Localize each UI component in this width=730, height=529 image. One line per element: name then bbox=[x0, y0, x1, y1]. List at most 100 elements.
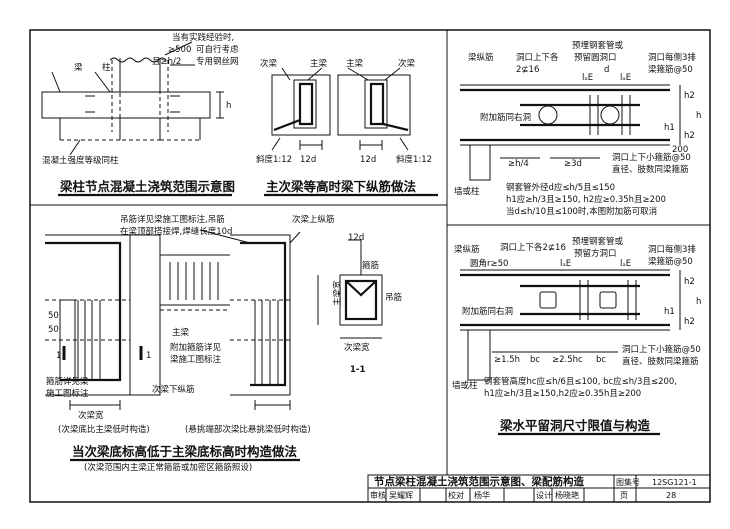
fig-rect-hole: 梁纵筋 洞口上下各2⊈16 预埋钢套管或 预留方洞口 圆角r≥50 lₐE lₐ… bbox=[452, 236, 701, 436]
fig5-d25: ≥2.5hc bbox=[552, 355, 583, 365]
fig4-cond2: h1应≥h/3且≥150, h2应≥0.35h且≥200 bbox=[506, 194, 666, 205]
fig1-h: h bbox=[226, 101, 231, 111]
fig4-dong: 洞口上下各 bbox=[516, 52, 559, 63]
rect-hole-left bbox=[539, 291, 557, 309]
fig4-lzj: 梁纵筋 bbox=[468, 52, 494, 63]
sec11-label: 1-1 bbox=[350, 365, 365, 375]
fig3-stir1: 箍筋详见梁 bbox=[46, 376, 89, 387]
sec11-cilikuan: 次梁宽 bbox=[344, 342, 370, 353]
fig-section-1-1: 箍筋 吊筋 主梁宽 次梁宽 1-1 bbox=[317, 239, 402, 375]
fig3-stir2: 施工图标注 bbox=[46, 388, 89, 399]
fig3-ci-top: 次梁上纵筋 bbox=[292, 214, 335, 225]
fig2-slope-r: 斜度1:12 bbox=[396, 154, 432, 165]
fig5-small2: 直径、肢数同梁箍筋 bbox=[622, 356, 699, 367]
round-hole-right bbox=[600, 105, 620, 125]
fig3-ciwidth: 次梁宽 bbox=[78, 410, 104, 421]
fig5-cond2: h1应≥h/3且≥150,h2应≥0.35h且≥200 bbox=[484, 388, 641, 399]
fig2-zhuliang-l: 主梁 bbox=[310, 58, 328, 69]
check-label: 校对 bbox=[448, 490, 464, 500]
atlas-label: 图集号 bbox=[616, 477, 640, 487]
fig1-liang: 梁 bbox=[74, 63, 83, 73]
fig4-dong-bar: 2⊈16 bbox=[516, 65, 539, 75]
fig2-zhuliang-r: 主梁 bbox=[346, 58, 364, 69]
fig4-h2: h2 bbox=[684, 91, 695, 101]
fig4-d: d bbox=[604, 65, 609, 75]
fig3-zhuliang: 主梁 bbox=[172, 327, 190, 338]
fig2-title: 主次梁等高时梁下纵筋做法 bbox=[266, 179, 417, 194]
fig3-cap-r: (悬挑端部次梁比悬挑梁低时构造) bbox=[185, 424, 311, 435]
fig3-title: 当次梁底标高低于主梁底标高时构造做法 bbox=[72, 444, 298, 459]
sec11-zhuliangkuan: 主梁宽 bbox=[332, 280, 343, 306]
fig5-bc1: bc bbox=[530, 355, 540, 365]
fig5-lzj: 梁纵筋 bbox=[454, 244, 480, 255]
fig4-yumai: 预埋钢套管或 bbox=[572, 40, 624, 51]
fig2-slope-l: 斜度1:12 bbox=[256, 154, 292, 165]
fig3-sec1a: 1 bbox=[56, 351, 61, 361]
fig5-yuanjiao: 圆角r≥50 bbox=[470, 258, 508, 269]
fig3-sec1b: 1 bbox=[146, 351, 151, 361]
fig3-cap-l: (次梁底比主梁低时构造) bbox=[58, 424, 150, 435]
fig5-yumai: 预埋钢套管或 bbox=[572, 236, 624, 247]
fig4-d3: ≥3d bbox=[564, 159, 582, 169]
fig4-cond1: 钢套管外径d应≤h/5且≤150 bbox=[506, 182, 615, 193]
fig1-mesh: 专用钢丝网 bbox=[196, 56, 239, 67]
fig5-small1: 洞口上下小箍筋@50 bbox=[622, 344, 701, 355]
fig5-wall: 墙或柱 bbox=[452, 380, 478, 391]
fig3-dim50a: 50 bbox=[48, 311, 59, 321]
fig5-title: 梁水平留洞尺寸限值与构造 bbox=[499, 418, 651, 433]
fig4-addbar: 附加筋同右洞 bbox=[480, 112, 531, 123]
fig5-h2: h2 bbox=[684, 277, 695, 287]
design-label: 设计 bbox=[536, 490, 552, 500]
round-hole-left bbox=[538, 105, 558, 125]
fig3-addstir2: 梁施工图标注 bbox=[170, 354, 222, 365]
fig2-cil-l: 次梁 bbox=[260, 58, 278, 69]
fig4-h4: ≥h/4 bbox=[508, 159, 529, 169]
reviewer: 吴耀辉 bbox=[389, 491, 413, 500]
title-block: 节点梁柱混凝土浇筑范围示意图、梁配筋构造 图集号 12SG121-1 审核 吴耀… bbox=[367, 474, 711, 503]
fig-secondary-beam-lower: 吊筋详见梁施工图标注,吊筋 在梁顶部搭接焊,焊缝长度10d 次梁上纵筋 12d … bbox=[45, 214, 364, 473]
fig5-dong: 洞口上下各2⊈16 bbox=[500, 242, 566, 253]
fig2-cil-r: 次梁 bbox=[398, 58, 416, 69]
fig-equal-height-beams: 次梁 主梁 主梁 次梁 斜度1:12 12d 12d 斜度1:12 主次梁等高时… bbox=[256, 58, 438, 197]
sec11-gujin: 箍筋 bbox=[362, 260, 379, 271]
fig5-stir50: 梁箍筋@50 bbox=[648, 256, 693, 267]
titleblock-main: 节点梁柱混凝土浇筑范围示意图、梁配筋构造 bbox=[374, 475, 584, 488]
fig-round-hole: 梁纵筋 洞口上下各 2⊈16 预埋钢套管或 预留圆洞口 d lₐE lₐE 洞口… bbox=[454, 40, 701, 217]
fig5-lae1: lₐE bbox=[560, 259, 571, 269]
checker: 杨华 bbox=[474, 490, 490, 500]
fig4-h2b: h2 bbox=[684, 131, 695, 141]
fig3-hook-note1: 吊筋详见梁施工图标注,吊筋 bbox=[120, 214, 225, 225]
fig4-stir50: 梁箍筋@50 bbox=[648, 64, 693, 75]
fig5-each3: 洞口每侧3排 bbox=[648, 244, 696, 255]
rect-hole-right bbox=[599, 291, 617, 309]
fig3-dim50b: 50 bbox=[48, 325, 59, 335]
fig5-lae2: lₐE bbox=[620, 259, 631, 269]
fig1-title: 梁柱节点混凝土浇筑范围示意图 bbox=[59, 179, 235, 194]
page-no: 28 bbox=[666, 491, 676, 500]
fig5-h1: h1 bbox=[664, 307, 675, 317]
fig5-cond1: 钢套管高度hc应≤h/6且≤100, bc应≤h/3且≤200, bbox=[484, 376, 677, 387]
page-label: 页 bbox=[620, 491, 628, 500]
fig4-h: h bbox=[696, 111, 701, 121]
atlas-no: 12SG121-1 bbox=[652, 478, 697, 487]
fig2-12d-l: 12d bbox=[300, 155, 316, 165]
fig4-each3: 洞口每侧3排 bbox=[648, 52, 696, 63]
fig4-cond3: 当d≤h/10且≤100时,本图附加筋可取消 bbox=[506, 206, 657, 217]
review-label: 审核 bbox=[370, 490, 386, 500]
fig4-lae1: lₐE bbox=[582, 73, 593, 83]
fig4-wall: 墙或柱 bbox=[454, 186, 480, 197]
fig1-dim500: ≥500 bbox=[168, 45, 191, 55]
fig4-yuliu: 预留圆洞口 bbox=[574, 52, 617, 63]
fig3-addstir1: 附加箍筋详见 bbox=[170, 342, 222, 353]
fig4-dim200: 200 bbox=[672, 145, 688, 155]
fig1-zhu: 柱 bbox=[102, 62, 111, 73]
fig5-yuliu: 预留方洞口 bbox=[574, 248, 617, 259]
fig3-hook-note2: 在梁顶部搭接焊,焊缝长度10d bbox=[120, 226, 232, 237]
fig5-h2b: h2 bbox=[684, 317, 695, 327]
fig5-d15: ≥1.5h bbox=[494, 355, 520, 365]
fig3-subtitle: (次梁范围内主梁正常箍筋或加密区箍筋照设) bbox=[84, 462, 252, 473]
fig5-h: h bbox=[696, 297, 701, 307]
fig3-12d: 12d bbox=[348, 233, 364, 243]
fig4-h1: h1 bbox=[664, 123, 675, 133]
